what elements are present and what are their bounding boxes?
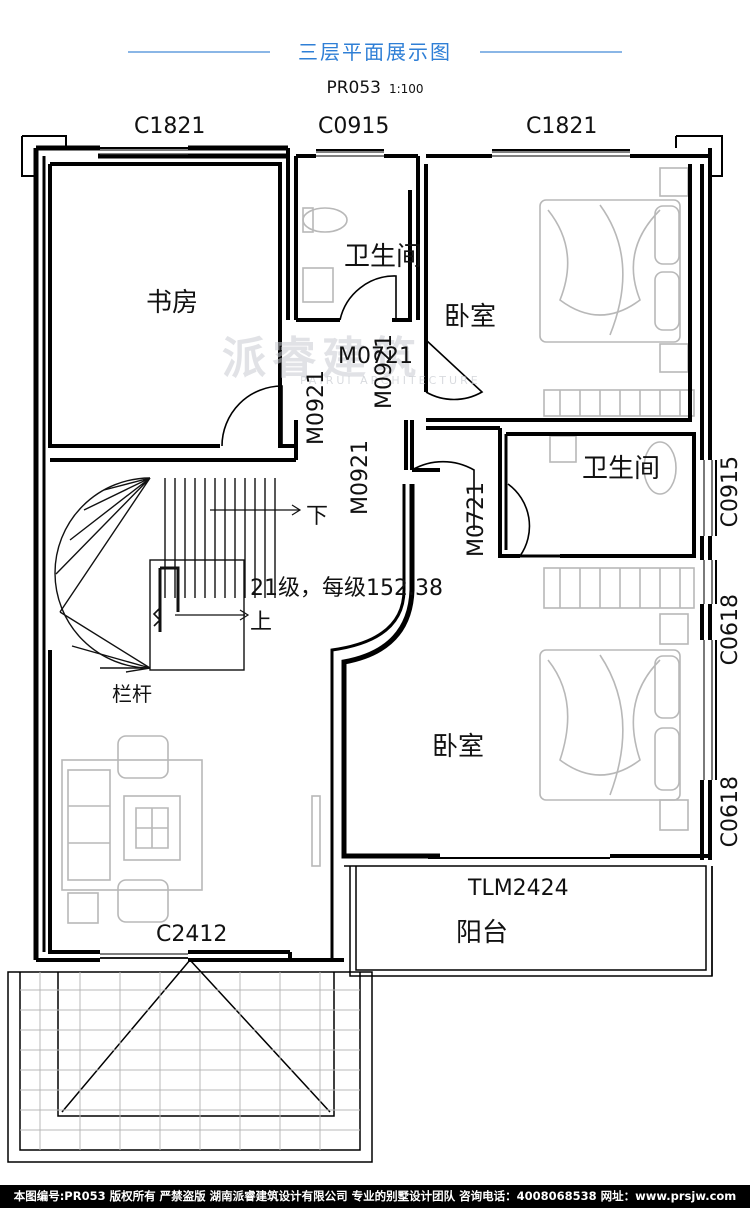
door-bath-right-label: M0721 xyxy=(464,482,489,557)
window-top-left: C1821 xyxy=(134,114,206,139)
stair-up-label: 上 xyxy=(250,610,273,635)
sink-right xyxy=(549,435,577,463)
side-table xyxy=(67,892,99,924)
plan-code-label: PR053 xyxy=(326,78,381,98)
walls xyxy=(33,145,717,962)
bed-top xyxy=(539,199,681,343)
nightstand-bottom-2 xyxy=(659,799,689,831)
nightstand-top-2 xyxy=(659,343,689,373)
door-bed-top xyxy=(425,339,484,401)
sink-top xyxy=(302,267,334,303)
room-bedroom-top: 卧室 xyxy=(444,302,497,332)
door-bath-top xyxy=(339,275,397,321)
railing-label: 栏杆 xyxy=(112,682,152,706)
room-study: 书房 xyxy=(146,288,199,318)
nightstand-top-1 xyxy=(659,167,689,197)
pillow-bottom-1 xyxy=(654,655,680,719)
door-bath-right xyxy=(507,483,531,557)
pillow-top-1 xyxy=(654,205,680,265)
stair-treads xyxy=(54,477,302,673)
door-study-label: M0921 xyxy=(304,370,329,445)
title-rule-right xyxy=(480,51,622,53)
door-bath-top-label: M0721 xyxy=(338,344,413,369)
outer-wall-top xyxy=(36,145,288,159)
pillow-top-2 xyxy=(654,271,680,331)
room-bathroom-top: 卫生间 xyxy=(344,242,423,272)
room-bathroom-right: 卫生间 xyxy=(582,454,661,484)
plan-code: PR053 1:100 xyxy=(0,78,750,98)
room-balcony: 阳台 xyxy=(456,918,509,948)
wardrobe-top xyxy=(543,389,695,417)
window-bottom-left: C2412 xyxy=(156,922,228,947)
door-bed-bottom xyxy=(411,460,475,530)
furniture-layer xyxy=(61,167,695,924)
bed-bottom-quilt xyxy=(547,659,661,776)
rug xyxy=(61,759,203,891)
watermark: 派睿建筑 xyxy=(222,333,422,384)
door-bed-bottom-label: M0921 xyxy=(348,440,373,515)
balcony-door-label: TLM2424 xyxy=(468,876,569,901)
window-right-2: C0618 xyxy=(718,594,743,666)
bed-top-quilt xyxy=(547,209,661,316)
footer-copyright: 本图编号:PR053 版权所有 严禁盗版 湖南派睿建筑设计有限公司 专业的别墅设… xyxy=(0,1185,750,1208)
roof-tiles xyxy=(20,972,360,1150)
pillow-bottom-2 xyxy=(654,727,680,791)
tub-right xyxy=(643,441,677,495)
stair-down-label: 下 xyxy=(306,504,329,529)
stair-spiral xyxy=(54,477,151,669)
roof-lower xyxy=(7,958,373,1163)
toilet-top xyxy=(302,207,348,233)
nightstand-bottom-1 xyxy=(659,613,689,645)
balcony xyxy=(344,865,713,977)
armchair-1 xyxy=(117,735,169,779)
window-right-1: C0915 xyxy=(718,456,743,528)
door-study xyxy=(221,385,283,447)
window-right-3: C0618 xyxy=(718,776,743,848)
corner-marks xyxy=(21,135,723,177)
stair-note: 21级，每级152.38 xyxy=(250,576,443,601)
page-title: 三层平面展示图 xyxy=(298,40,452,64)
outer-wall-right xyxy=(700,148,712,460)
window-markers xyxy=(100,149,713,959)
title-rule-left xyxy=(128,51,270,53)
wardrobe-bottom xyxy=(543,567,695,609)
window-top-mid: C0915 xyxy=(318,114,390,139)
sofa xyxy=(67,769,111,881)
watermark-sub: PAIRUI ARCHITECTURE xyxy=(300,374,481,387)
armchair-2 xyxy=(117,879,169,923)
tv-cabinet xyxy=(311,795,321,867)
door-bed-top-label: M0921 xyxy=(372,334,397,409)
bed-bottom xyxy=(539,649,681,801)
window-top-right: C1821 xyxy=(526,114,598,139)
room-bedroom-bottom: 卧室 xyxy=(432,732,485,762)
header: 三层平面展示图 PR053 1:100 xyxy=(0,0,750,110)
door-swings xyxy=(221,275,531,557)
plan-scale: 1:100 xyxy=(388,82,424,96)
coffee-table xyxy=(123,795,181,861)
